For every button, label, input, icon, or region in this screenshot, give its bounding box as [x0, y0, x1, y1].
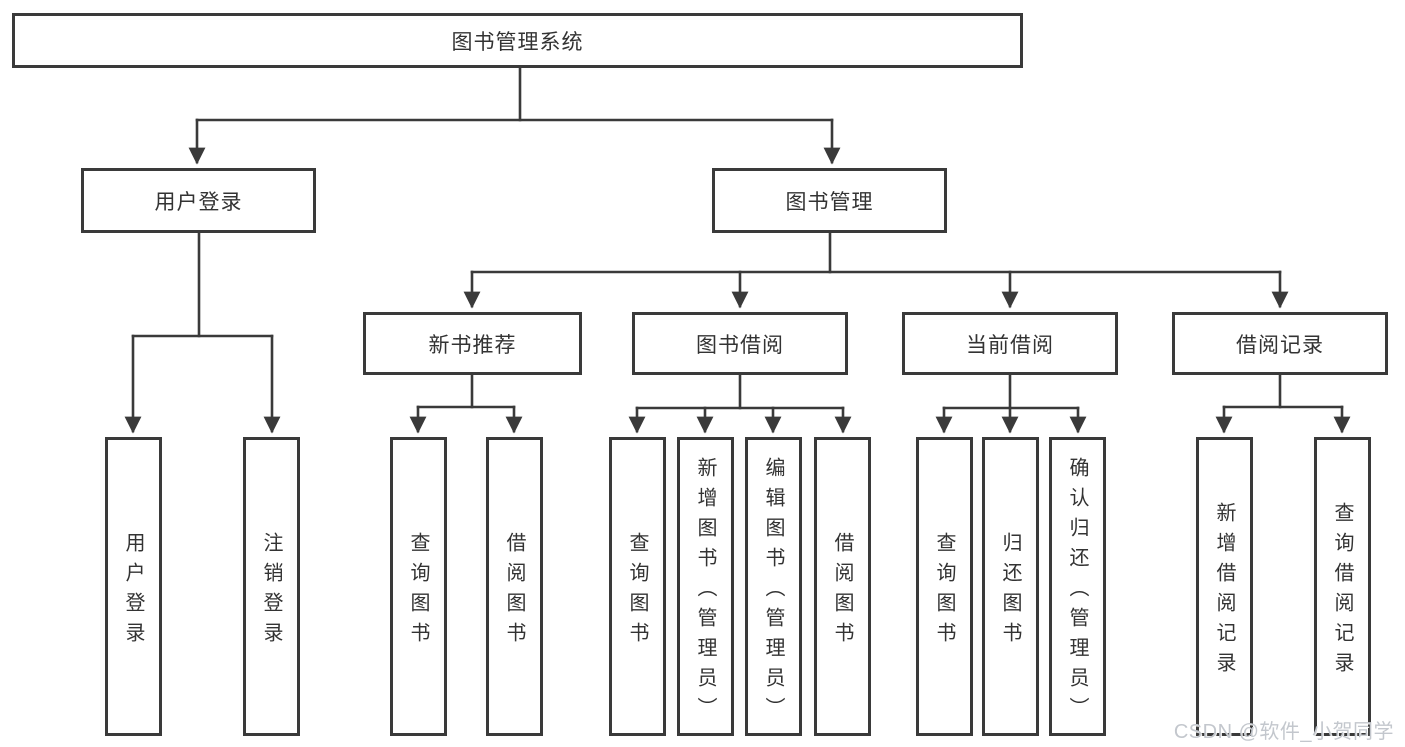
leaf-query-borrow-record-label: 查询借阅记录: [1331, 501, 1353, 682]
node-new-book-recommend: 新书推荐: [363, 312, 582, 375]
node-book-management: 图书管理: [712, 168, 947, 233]
leaf-return-books: 归还图书: [982, 437, 1039, 736]
leaf-user-login-label: 用户登录: [122, 531, 144, 652]
leaf-logout: 注销登录: [243, 437, 300, 736]
leaf-query-books-recommend-label: 查询图书: [407, 531, 429, 652]
leaf-borrow-books-recommend: 借阅图书: [486, 437, 543, 736]
leaf-query-books-borrow-label: 查询图书: [626, 531, 648, 652]
leaf-add-books-admin-label: 新增图书（管理员）: [694, 456, 716, 727]
node-borrow-records: 借阅记录: [1172, 312, 1388, 375]
node-user-login: 用户登录: [81, 168, 316, 233]
leaf-edit-books-admin-label: 编辑图书（管理员）: [762, 456, 784, 727]
leaf-borrow-books-recommend-label: 借阅图书: [503, 531, 525, 652]
node-root: 图书管理系统: [12, 13, 1023, 68]
csdn-watermark: CSDN @软件_小贺同学: [1173, 721, 1394, 743]
leaf-edit-books-admin: 编辑图书（管理员）: [745, 437, 802, 736]
node-book-borrow: 图书借阅: [632, 312, 848, 375]
leaf-confirm-return-admin-label: 确认归还（管理员）: [1066, 456, 1088, 727]
leaf-return-books-label: 归还图书: [999, 531, 1021, 652]
leaf-query-books-current-label: 查询图书: [933, 531, 955, 652]
leaf-add-borrow-record-label: 新增借阅记录: [1213, 501, 1235, 682]
leaf-query-books-current: 查询图书: [916, 437, 973, 736]
leaf-logout-label: 注销登录: [260, 531, 282, 652]
leaf-confirm-return-admin: 确认归还（管理员）: [1049, 437, 1106, 736]
leaf-query-books-recommend: 查询图书: [390, 437, 447, 736]
leaf-query-borrow-record: 查询借阅记录: [1314, 437, 1371, 736]
leaf-query-books-borrow: 查询图书: [609, 437, 666, 736]
leaf-borrow-books: 借阅图书: [814, 437, 871, 736]
leaf-user-login: 用户登录: [105, 437, 162, 736]
leaf-add-borrow-record: 新增借阅记录: [1196, 437, 1253, 736]
leaf-add-books-admin: 新增图书（管理员）: [677, 437, 734, 736]
node-current-borrow: 当前借阅: [902, 312, 1118, 375]
leaf-borrow-books-label: 借阅图书: [831, 531, 853, 652]
